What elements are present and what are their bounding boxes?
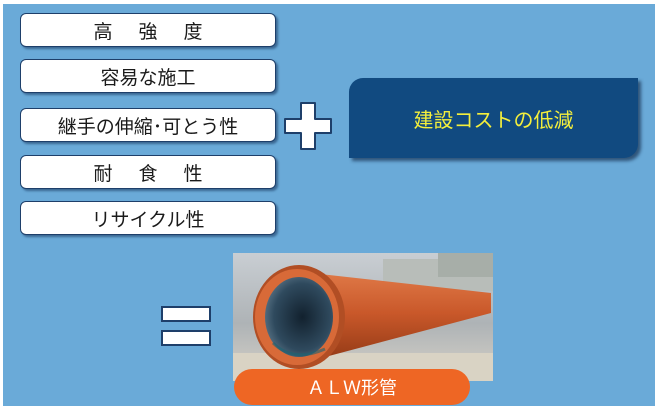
product-name-label: ＡＬＷ形管 [307, 378, 397, 399]
feature-high-strength: 高 強 度 [20, 13, 276, 47]
feature-label: リサイクル性 [91, 208, 205, 231]
plus-icon [284, 102, 332, 150]
cost-reduction-label: 建設コストの低減 [413, 107, 574, 132]
equals-icon [161, 306, 211, 346]
feature-joint-flexibility: 継手の伸縮･可とう性 [20, 108, 276, 142]
feature-label: 容易な施工 [100, 66, 196, 89]
feature-label: 継手の伸縮･可とう性 [57, 115, 239, 138]
feature-label: 耐 食 性 [93, 162, 213, 185]
pipe-photo [233, 253, 493, 381]
cost-reduction-box: 建設コストの低減 [349, 78, 638, 158]
feature-recyclability: リサイクル性 [20, 201, 276, 235]
feature-easy-construction: 容易な施工 [20, 59, 276, 93]
feature-label: 高 強 度 [93, 20, 213, 43]
product-name-badge: ＡＬＷ形管 [234, 369, 470, 405]
feature-corrosion-resistance: 耐 食 性 [20, 155, 276, 189]
